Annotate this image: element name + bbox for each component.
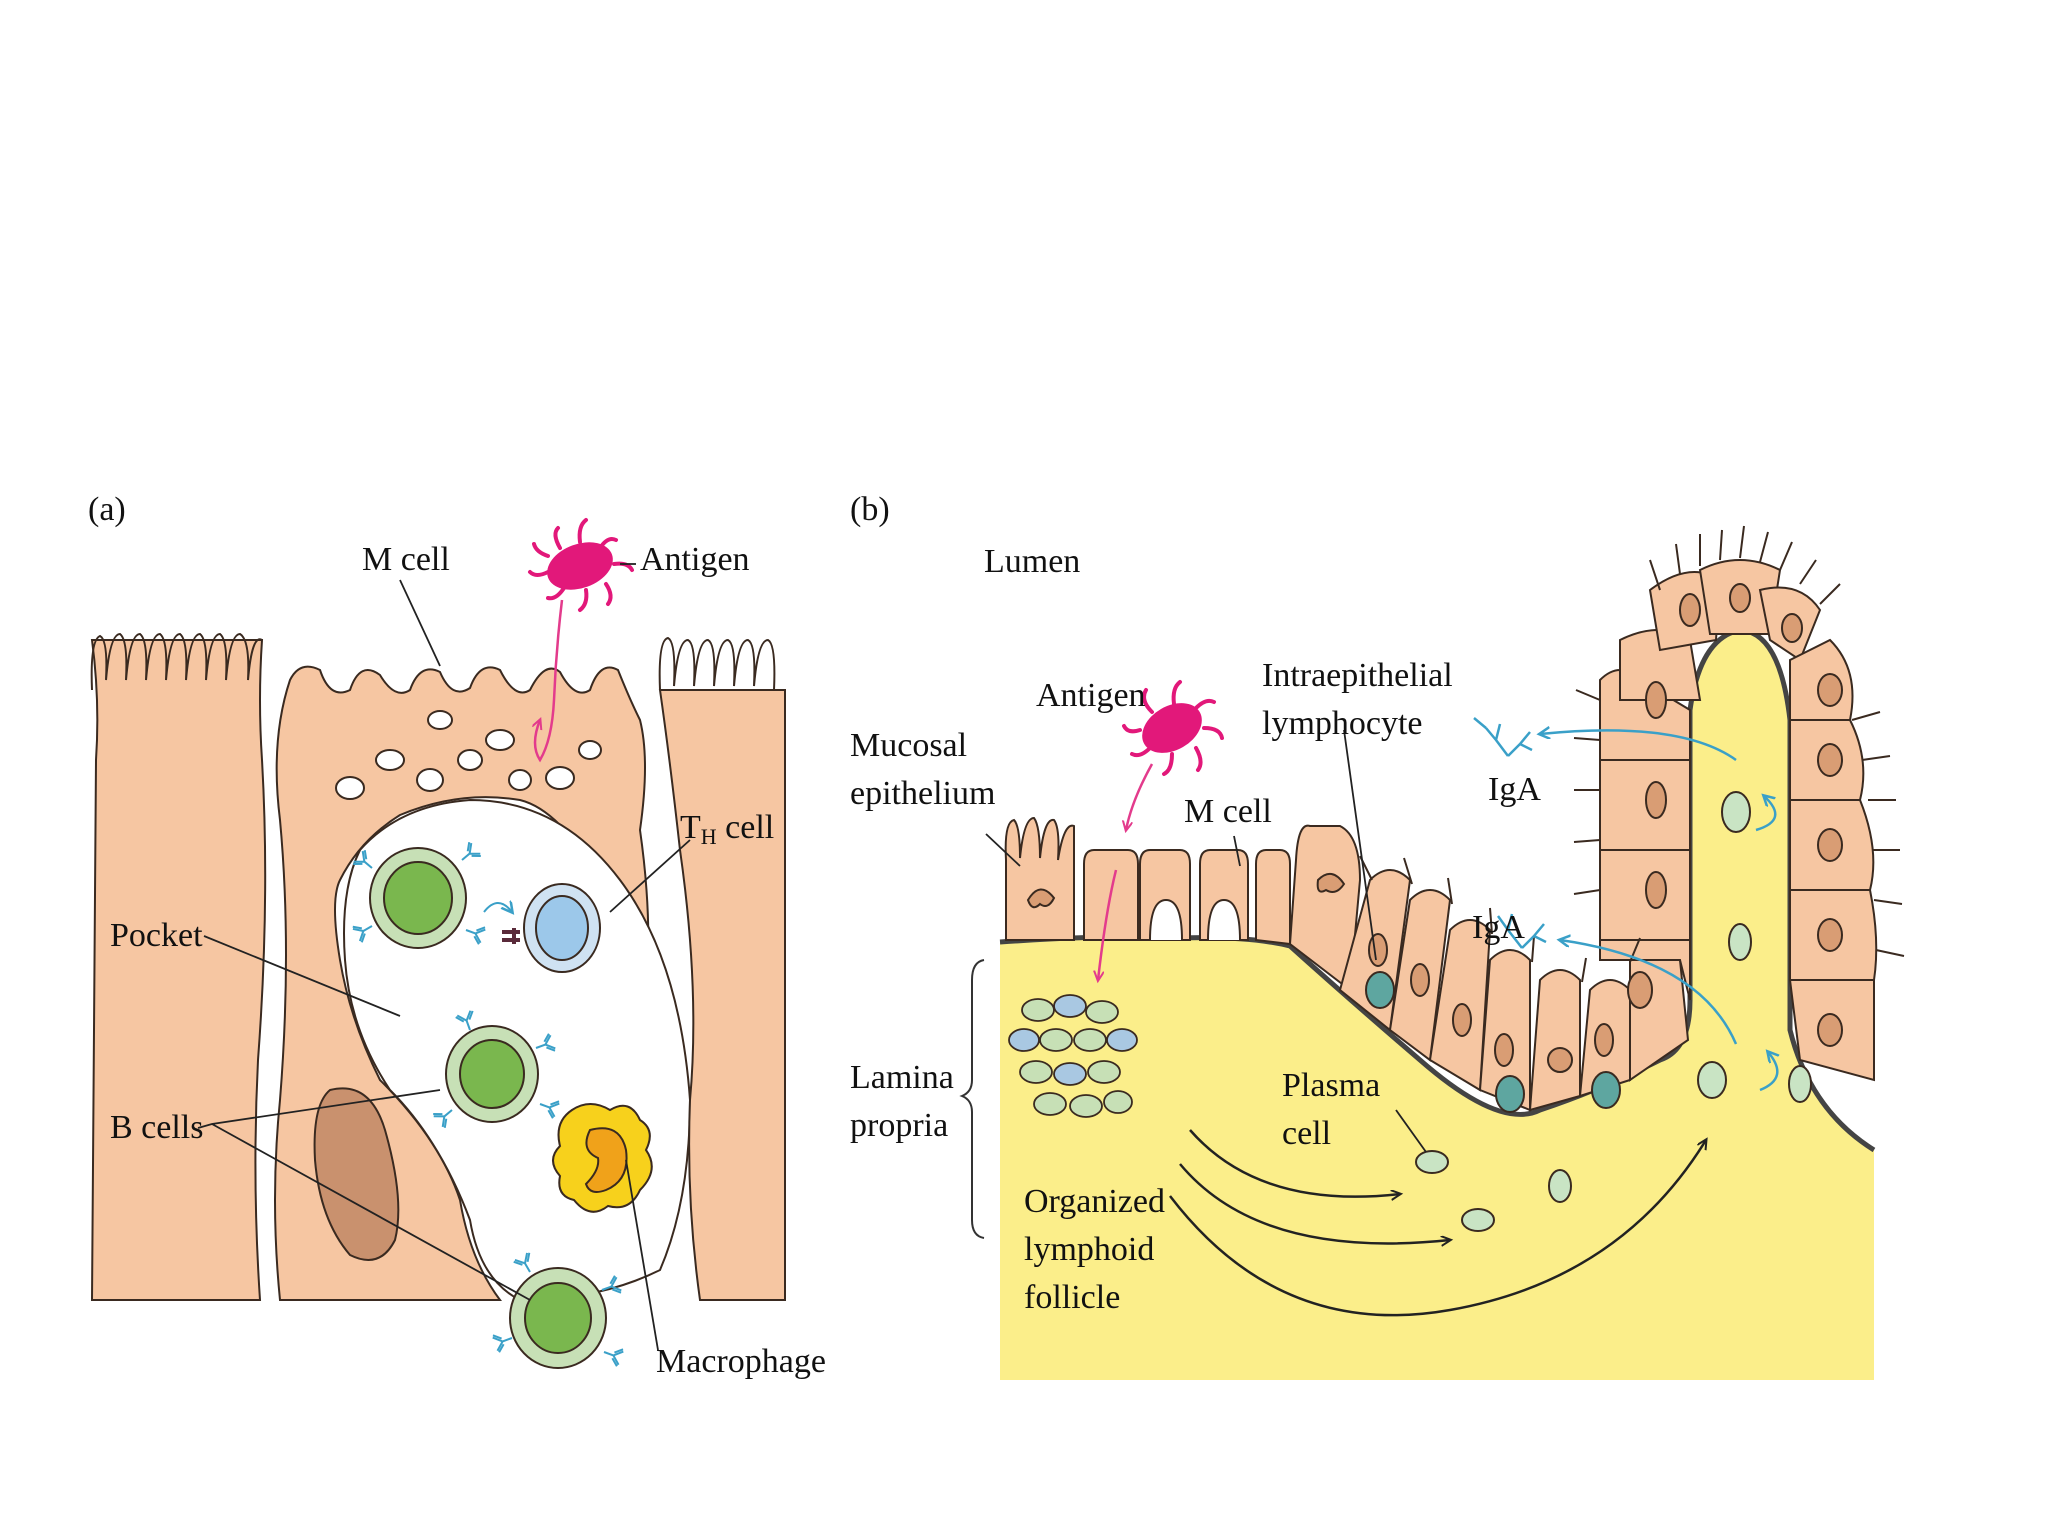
label-m-cell-a: M cell [362,541,450,578]
antigen-b [1122,680,1224,776]
antigen-a [528,518,634,612]
macrophage [552,1103,653,1213]
label-lumen: Lumen [984,543,1081,580]
label-intraepithelial-1: Intraepithelial [1262,657,1453,694]
th-cell [483,883,601,973]
label-lamina-1: Lamina [850,1059,954,1096]
label-th-cell: TH cell [680,809,775,849]
label-mucosal-1: Mucosal [850,727,968,764]
left-epithelial-cell [90,639,267,1301]
leader-lines-a [197,563,691,1351]
m-cell-arches [1149,898,1241,941]
b-cell-3 [491,1250,625,1369]
label-antigen-a: Antigen [640,541,750,578]
panel-b [959,525,1905,1380]
label-follicle-2: lymphoid [1024,1231,1155,1268]
left-microvilli [90,632,263,691]
label-lamina-2: propria [850,1107,949,1144]
label-follicle-3: follicle [1024,1279,1121,1316]
label-macrophage: Macrophage [656,1343,826,1380]
label-pocket: Pocket [110,917,203,954]
crypt-villus-nuclei [1368,583,1843,1073]
label-iga-top: IgA [1488,771,1541,808]
epithelial-nucleus [313,1087,400,1261]
label-b-cells: B cells [110,1109,204,1146]
right-epithelial-cell [658,689,786,1301]
label-antigen-b: Antigen [1036,677,1146,714]
label-iga-mid: IgA [1472,909,1525,946]
plasma-cells [1415,791,1812,1232]
panel-a-tag: (a) [88,491,126,528]
mucosal-epithelium-cells [1004,816,1362,992]
antigen-uptake-arrow-a [535,599,564,763]
lamina-propria-brace [959,959,985,1239]
lymphoid-follicle [1008,994,1138,1118]
lamina-propria-region [1000,630,1874,1380]
label-mucosal-2: epithelium [850,775,996,812]
leader-lines-b [985,729,1427,1153]
intraepithelial-lymphocytes [1365,971,1621,1113]
b-cell-1 [350,840,487,949]
antigen-arrow-b2 [1098,869,1118,980]
antigen-arrow-b1 [1126,763,1154,830]
panel-b-tag: (b) [850,491,890,528]
right-microvilli [658,636,785,691]
migration-arrows [1169,1129,1706,1317]
label-follicle-1: Organized [1024,1183,1165,1220]
label-m-cell-b: M cell [1184,793,1272,830]
label-intraepithelial-2: lymphocyte [1262,705,1423,742]
epithelium-nuclei-row [1026,873,1346,909]
b-cell-2 [431,1009,561,1130]
iga-arrows [1540,730,1777,1092]
crypt-villus-epithelium [1338,559,1878,1112]
panel-a [90,518,786,1369]
label-plasma-2: cell [1282,1115,1332,1152]
label-plasma-1: Plasma [1282,1067,1381,1104]
iga-molecules [1473,717,1547,949]
villus-microvilli [1359,525,1905,983]
m-cell-vesicles [335,710,602,800]
